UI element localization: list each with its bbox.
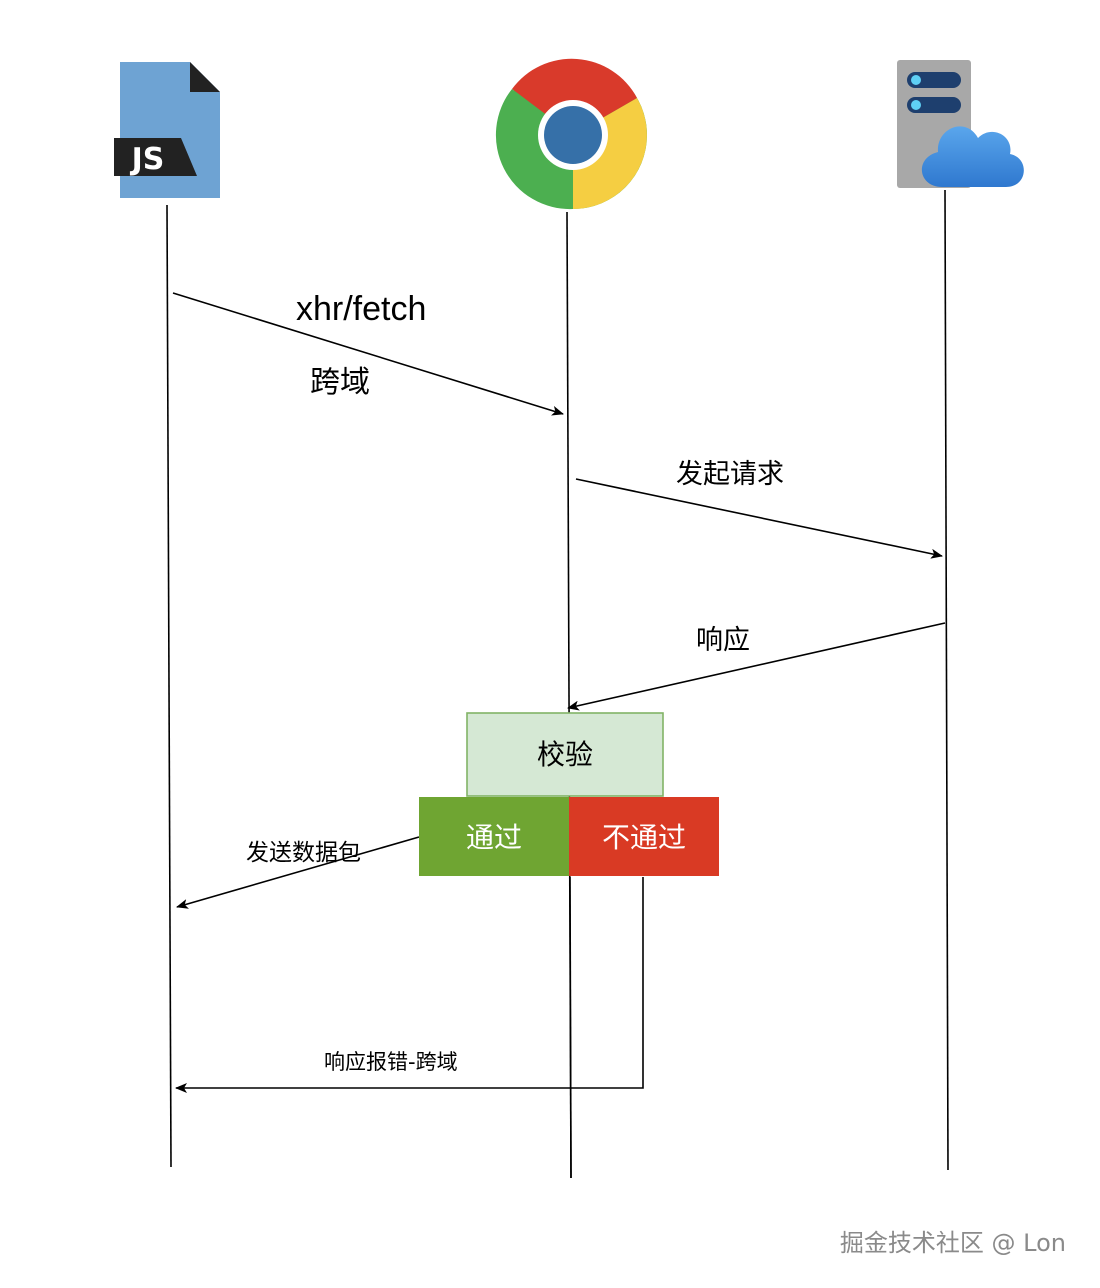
cloud-server-icon	[897, 60, 1024, 188]
cross-origin-label: 跨域	[310, 365, 370, 400]
chrome-browser-icon	[495, 58, 647, 210]
send-request-arrow	[575, 478, 943, 559]
send-request-label: 发起请求	[676, 459, 784, 490]
js-badge-text: JS	[130, 142, 165, 177]
lifelines	[166, 189, 949, 1179]
watermark: 掘金技术社区 @ Lon	[840, 1229, 1066, 1257]
fail-box-rect	[569, 797, 719, 876]
browser-lifeline-lower	[569, 876, 572, 1179]
js-file-icon: JS	[114, 62, 220, 198]
pass-box: 通过	[419, 797, 569, 876]
server-lifeline	[944, 189, 949, 1171]
response-arrow	[567, 622, 946, 711]
pass-box-rect	[419, 797, 569, 876]
send-packet-label: 发送数据包	[246, 840, 361, 866]
error-arrow	[175, 877, 644, 1093]
check-box-label: 校验	[537, 738, 593, 771]
pass-box-label: 通过	[466, 821, 522, 854]
js-lifeline	[166, 204, 172, 1168]
request-arrow	[172, 292, 564, 416]
error-label: 响应报错-跨域	[324, 1050, 458, 1074]
message-arrows	[172, 292, 946, 1093]
send-packet-arrow	[176, 836, 420, 909]
request-label: xhr/fetch	[296, 290, 426, 328]
check-box-rect	[466, 712, 664, 797]
response-label: 响应	[696, 625, 750, 656]
check-box: 校验	[466, 712, 664, 797]
fail-box-label: 不通过	[602, 821, 686, 854]
fail-box: 不通过	[569, 797, 719, 876]
